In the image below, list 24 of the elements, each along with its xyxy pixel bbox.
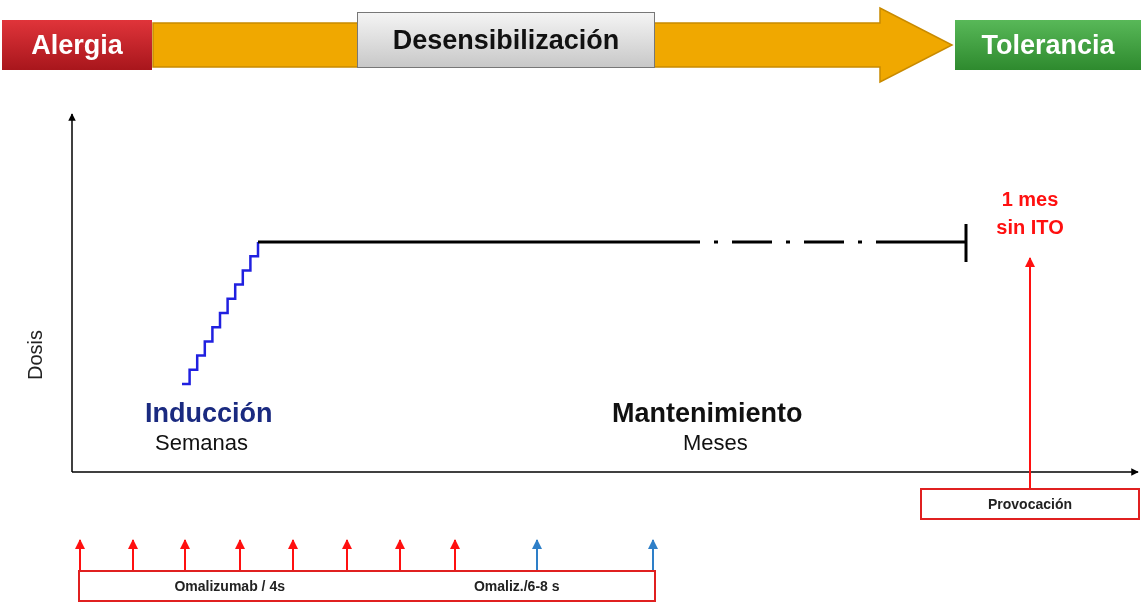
arrow bbox=[1025, 257, 1035, 489]
dose-interval-text: Omalizumab / 4s bbox=[174, 578, 285, 594]
arrow bbox=[235, 539, 245, 571]
start-box: Alergia bbox=[2, 20, 152, 70]
phase-box: Desensibilización bbox=[357, 12, 655, 68]
treatment-bar bbox=[78, 570, 656, 602]
arrow bbox=[395, 539, 405, 571]
arrow bbox=[450, 539, 460, 571]
outcome-text: 1 mes sin ITO bbox=[985, 182, 1075, 244]
arrow bbox=[288, 539, 298, 571]
phase-label: Mantenimiento bbox=[612, 398, 803, 429]
arrow bbox=[128, 539, 138, 571]
axis-label: Dosis bbox=[24, 330, 47, 380]
dose-interval-text: Omaliz./6-8 s bbox=[473, 578, 560, 594]
arrow bbox=[342, 539, 352, 571]
duration-label: Semanas bbox=[155, 430, 248, 456]
arrow bbox=[532, 539, 542, 571]
challenge-box: Provocación bbox=[920, 488, 1140, 520]
phase-label: Inducción bbox=[145, 398, 273, 429]
end-box: Tolerancia bbox=[955, 20, 1141, 70]
duration-label: Meses bbox=[683, 430, 748, 456]
arrow bbox=[648, 539, 658, 571]
arrow bbox=[180, 539, 190, 571]
arrow bbox=[75, 539, 85, 571]
